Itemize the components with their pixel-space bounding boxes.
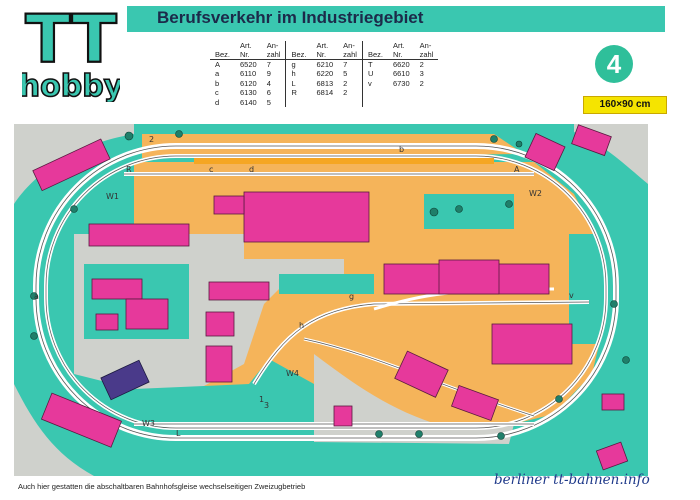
building-corner-br — [595, 441, 629, 471]
track-label: g — [349, 292, 354, 301]
track-label: 3 — [264, 401, 269, 410]
tree — [30, 332, 38, 340]
building-top-right-2 — [571, 124, 612, 157]
page-title: Berufsverkehr im Industriegebiet — [157, 8, 424, 27]
grey-area-bottom-left — [14, 384, 94, 476]
tree — [429, 207, 439, 217]
header-bez-2: Bez. — [285, 41, 312, 60]
logo-tt: TT — [25, 4, 117, 78]
track-label: h — [299, 321, 304, 330]
track-label: 2 — [149, 135, 154, 144]
building-navy-shed — [100, 359, 150, 401]
building-left-2 — [91, 278, 143, 300]
building-left-3 — [125, 298, 169, 330]
tree — [515, 140, 523, 148]
platform-top — [194, 158, 494, 164]
building-house-3 — [333, 405, 353, 427]
track-label: W3 — [142, 419, 155, 428]
building-house-2 — [450, 384, 500, 422]
building-mid-2 — [205, 311, 235, 337]
header-art-2: Art.Nr. — [311, 41, 339, 60]
building-hall-east-roof — [438, 259, 500, 295]
outer-track-rail — [35, 145, 617, 439]
tree — [455, 205, 463, 213]
parts-table: Bez. Art.Nr. An-zahl Bez. Art.Nr. An-zah… — [210, 41, 439, 108]
header-anz-2: An-zahl — [338, 41, 363, 60]
building-top-right — [524, 132, 566, 172]
track-label: W1 — [106, 192, 119, 201]
header-bez-3: Bez. — [361, 41, 388, 60]
track-label: R — [126, 165, 132, 174]
tree — [497, 432, 505, 440]
parts-table-header: Bez. Art.Nr. An-zahl Bez. Art.Nr. An-zah… — [210, 41, 439, 60]
tree — [415, 430, 423, 438]
green-patch-4 — [279, 274, 374, 294]
tree — [610, 300, 618, 308]
track-label: b — [399, 145, 404, 154]
tt-hobby-logo: TT hobby — [22, 4, 120, 102]
tree — [490, 135, 498, 143]
building-bottom-left — [40, 392, 122, 448]
building-bottom-right — [601, 393, 625, 411]
track-label-group: 1 2 3 W1 W2 W3 W4 a b c d g h R L A v — [34, 135, 574, 438]
branch-line-rail — [253, 301, 590, 385]
tree — [30, 292, 38, 300]
building-row-top-left — [32, 138, 111, 192]
grey-road-bottom — [314, 354, 514, 444]
building-workshop-right — [491, 323, 573, 365]
grey-area-top-left — [14, 124, 134, 204]
tree — [175, 130, 183, 138]
layout-caption: Auch hier gestatten die abschaltbaren Ba… — [18, 482, 306, 491]
inner-track-rail — [45, 155, 607, 429]
track-label: d — [249, 165, 254, 174]
header-art-3: Art.Nr. — [387, 41, 415, 60]
header-art-1: Art.Nr. — [235, 41, 262, 60]
building-factory-main — [243, 191, 370, 243]
tree — [555, 395, 563, 403]
track-label: a — [34, 292, 39, 301]
track-label: W2 — [529, 189, 542, 198]
building-mid-3 — [205, 345, 233, 383]
track-label: A — [514, 165, 520, 174]
buildings — [32, 124, 629, 471]
track-label: L — [176, 429, 181, 438]
layout-size-badge: 160×90 cm — [583, 96, 667, 114]
header-bez-1: Bez. — [210, 41, 236, 60]
track-label: c — [209, 165, 213, 174]
logo-hobby: hobby — [22, 69, 120, 102]
trees — [30, 130, 630, 440]
tree — [505, 200, 513, 208]
building-mid-1 — [208, 281, 270, 301]
building-left-1 — [88, 223, 190, 247]
tree — [622, 356, 630, 364]
tree — [375, 430, 383, 438]
header-anz-1: An-zahl — [261, 41, 286, 60]
building-factory-wing — [213, 195, 245, 215]
header-anz-3: An-zahl — [414, 41, 439, 60]
watermark: berliner tt-bahnen.info — [494, 472, 650, 488]
green-patch-2 — [424, 194, 514, 229]
tree — [70, 205, 78, 213]
track-label: 1 — [259, 395, 264, 404]
track-label: v — [569, 291, 574, 300]
building-house-diag — [394, 350, 449, 398]
tree — [124, 131, 134, 141]
building-left-4 — [95, 313, 119, 331]
track-label: W4 — [286, 369, 299, 378]
title-bar: Berufsverkehr im Industriegebiet — [127, 6, 665, 32]
plan-number-badge: 4 — [595, 45, 633, 83]
track-layout-plan: 1 2 3 W1 W2 W3 W4 a b c d g h R L A v — [14, 124, 648, 476]
